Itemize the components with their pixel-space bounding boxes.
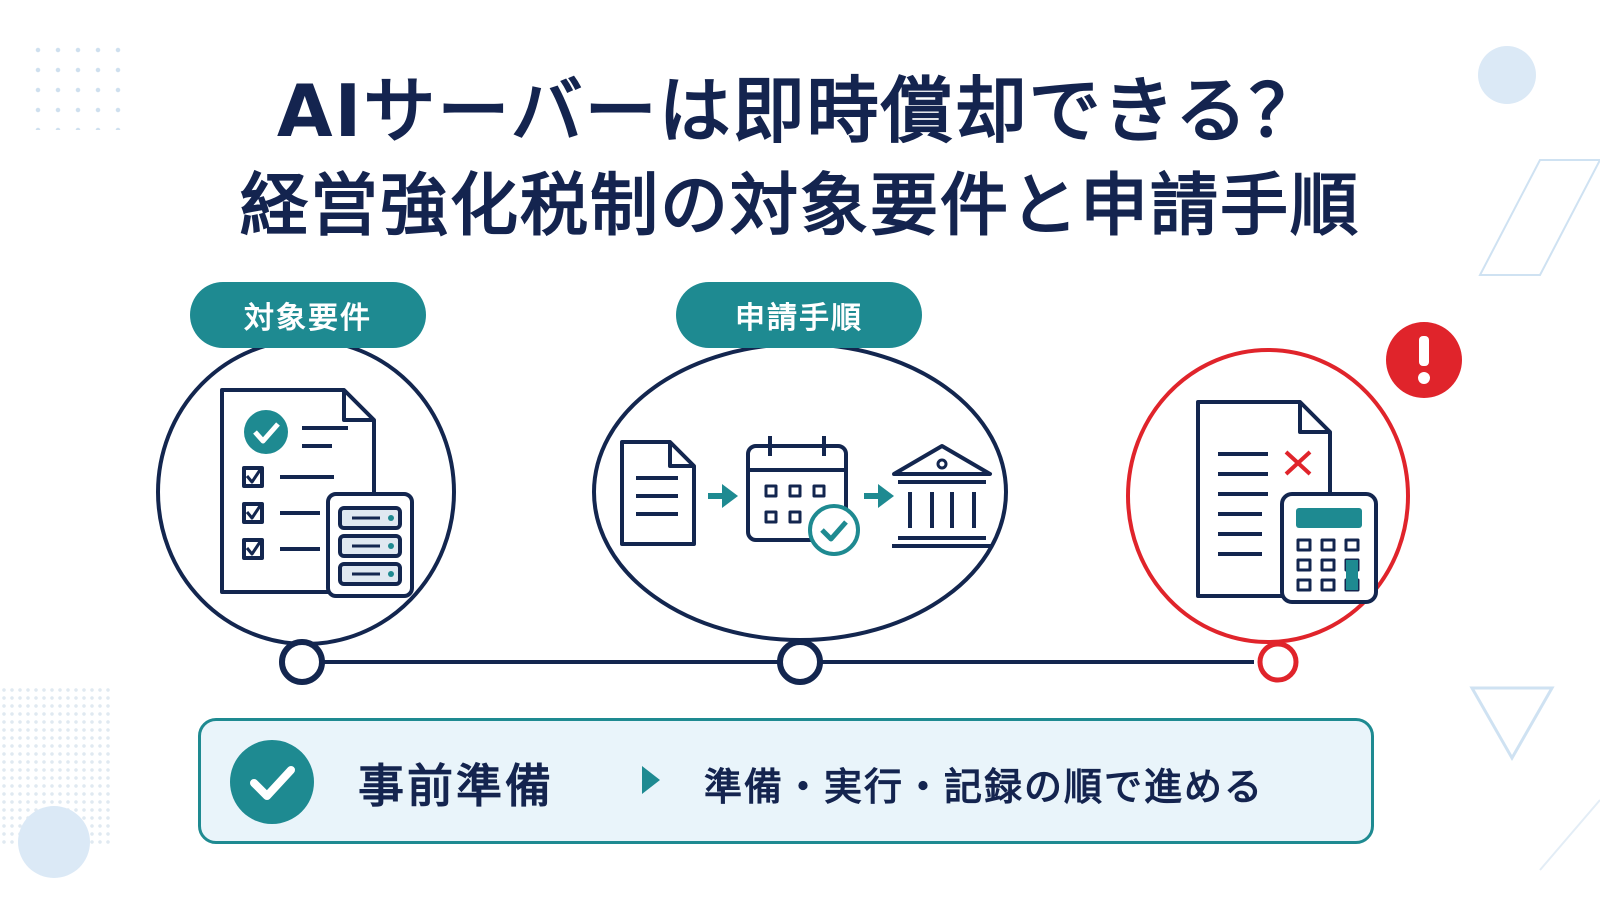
checklist-server-icon — [220, 388, 414, 598]
check-icon — [250, 766, 295, 800]
step-label-requirements: 対象要件 — [190, 282, 426, 348]
arrow-right-icon — [642, 766, 660, 794]
decorative-dot-grid — [28, 40, 128, 130]
page-title-line-2: 経営強化税制の対象要件と申請手順 — [239, 167, 1360, 246]
decorative-circle — [18, 806, 90, 878]
document-calculator-warning-icon — [1196, 400, 1378, 604]
preparation-summary-box — [198, 718, 1374, 844]
warning-exclamation-icon — [1386, 322, 1462, 398]
decorative-circle — [1478, 46, 1536, 104]
step-label-procedure: 申請手順 — [676, 282, 922, 348]
timeline-node-1 — [279, 639, 325, 685]
preparation-label: 事前準備 — [358, 759, 554, 813]
timeline-node-2 — [777, 639, 823, 685]
page-title-line-1: AIサーバーは即時償却できる？ — [276, 69, 1324, 153]
timeline-node-3 — [1257, 641, 1299, 683]
document-calendar-bank-flow-icon — [620, 436, 992, 556]
preparation-description: 準備・実行・記録の順で進める — [704, 765, 1265, 809]
check-circle-icon — [230, 740, 314, 824]
